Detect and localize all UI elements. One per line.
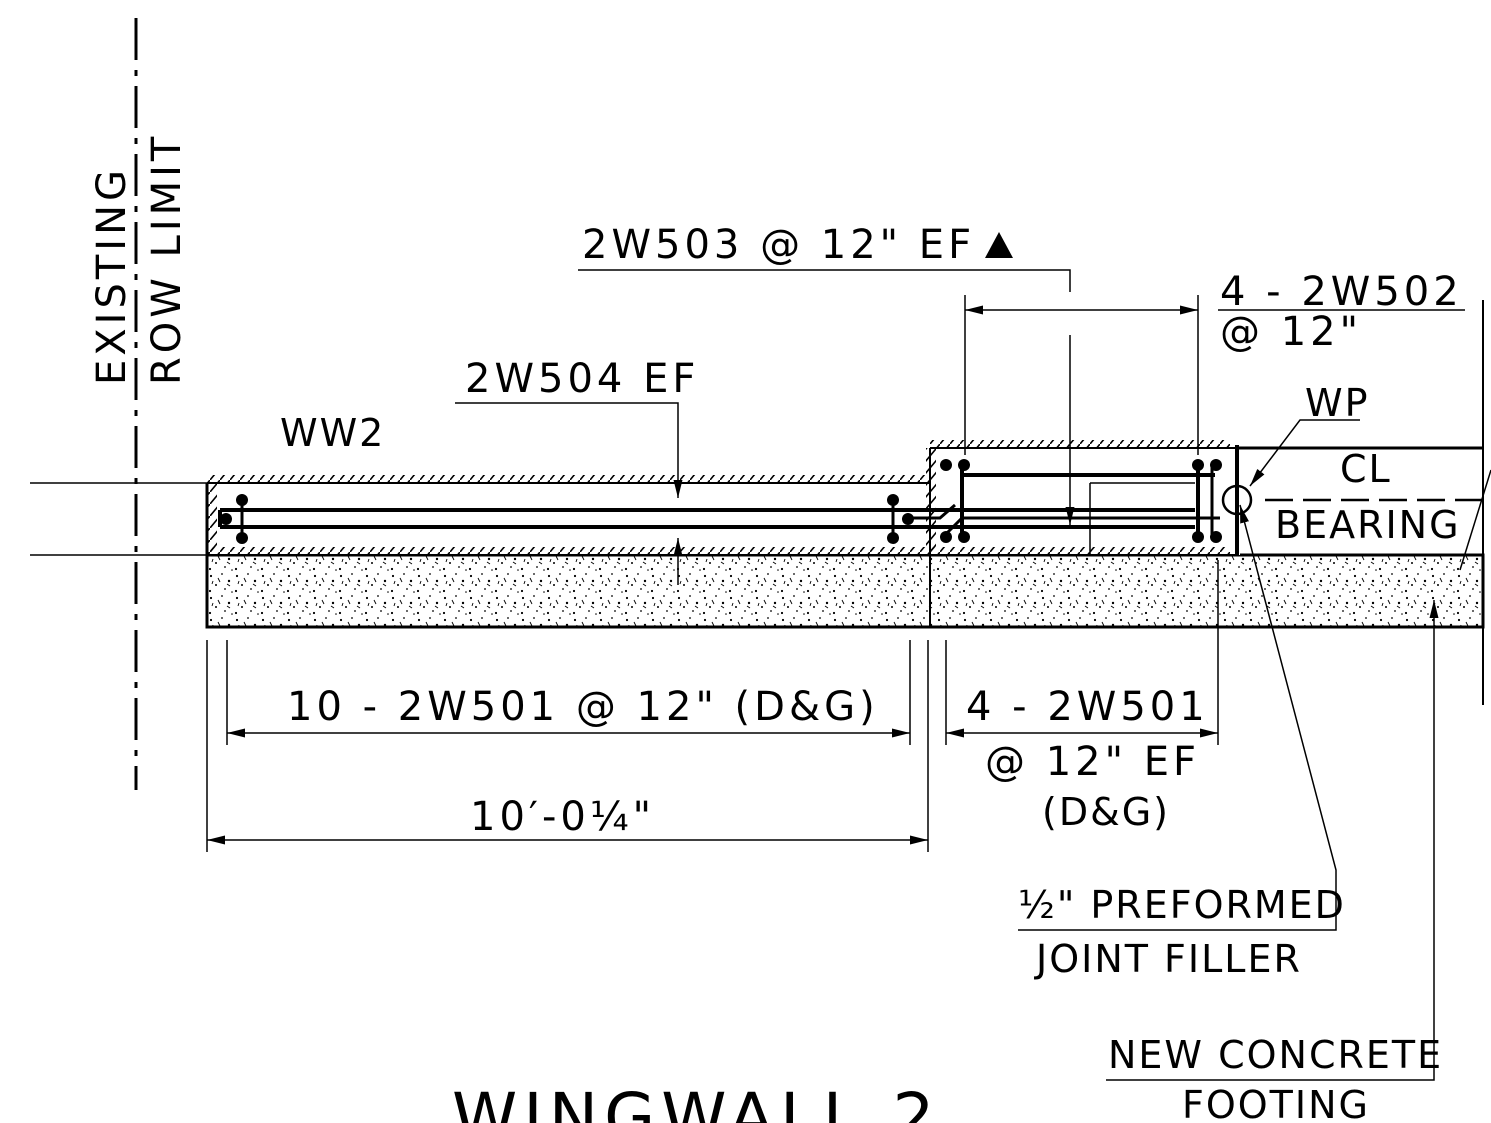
rebar-dot bbox=[958, 531, 970, 543]
svg-text:EXISTING: EXISTING bbox=[89, 166, 135, 385]
abutment-block bbox=[926, 300, 1491, 705]
footing-label: NEW CONCRETE bbox=[1108, 1033, 1443, 1077]
rebar-wingwall bbox=[218, 494, 1220, 544]
callout-2w501-right: 4 - 2W501 bbox=[966, 684, 1209, 730]
joint-filler-label: ½" PREFORMED bbox=[1018, 883, 1346, 927]
wingwall-id-label: WW2 bbox=[280, 411, 385, 455]
rebar-dot bbox=[1192, 531, 1204, 543]
triangle-note-icon bbox=[985, 232, 1013, 258]
rebar-dot bbox=[1210, 531, 1222, 543]
row-limit-label: EXISTING bbox=[89, 166, 135, 385]
callout-2w501-right-spacing: @ 12" EF bbox=[985, 739, 1200, 785]
bearing-label: BEARING bbox=[1275, 503, 1461, 547]
callout-2w502-spacing: @ 12" bbox=[1220, 309, 1362, 355]
footing-label-2: FOOTING bbox=[1182, 1083, 1370, 1123]
drawing-title: WINGWALL 2 bbox=[452, 1079, 941, 1123]
row-limit-label-2: ROW LIMIT bbox=[144, 133, 190, 385]
rebar-dot bbox=[887, 494, 899, 506]
overall-dimension: 10′-0¼" bbox=[470, 794, 655, 840]
callout-2w501-right-note: (D&G) bbox=[1042, 790, 1170, 834]
joint-filler-label-2: JOINT FILLER bbox=[1034, 937, 1302, 981]
rebar-dot bbox=[236, 494, 248, 506]
callout-2w503: 2W503 @ 12" EF bbox=[582, 222, 975, 268]
callout-2w504: 2W504 EF bbox=[465, 356, 699, 402]
callout-2w501-left: 10 - 2W501 @ 12" (D&G) bbox=[287, 684, 879, 730]
rebar-dot bbox=[940, 531, 952, 543]
rebar-dot bbox=[887, 532, 899, 544]
rebar-dot bbox=[1192, 459, 1204, 471]
rebar-dot bbox=[940, 459, 952, 471]
rebar-dot bbox=[1210, 459, 1222, 471]
concrete-footing bbox=[205, 553, 1485, 629]
rebar-dot bbox=[902, 513, 914, 525]
work-point-symbol bbox=[1221, 484, 1253, 516]
wingwall-body bbox=[205, 475, 930, 627]
wp-label: WP bbox=[1305, 381, 1370, 425]
centerline-symbol: CL bbox=[1340, 447, 1392, 491]
rebar-abutment bbox=[940, 459, 1222, 555]
rebar-dot bbox=[958, 459, 970, 471]
rebar-dot bbox=[236, 532, 248, 544]
callout-2w502: 4 - 2W502 bbox=[1220, 269, 1463, 315]
rebar-dot bbox=[220, 513, 232, 525]
